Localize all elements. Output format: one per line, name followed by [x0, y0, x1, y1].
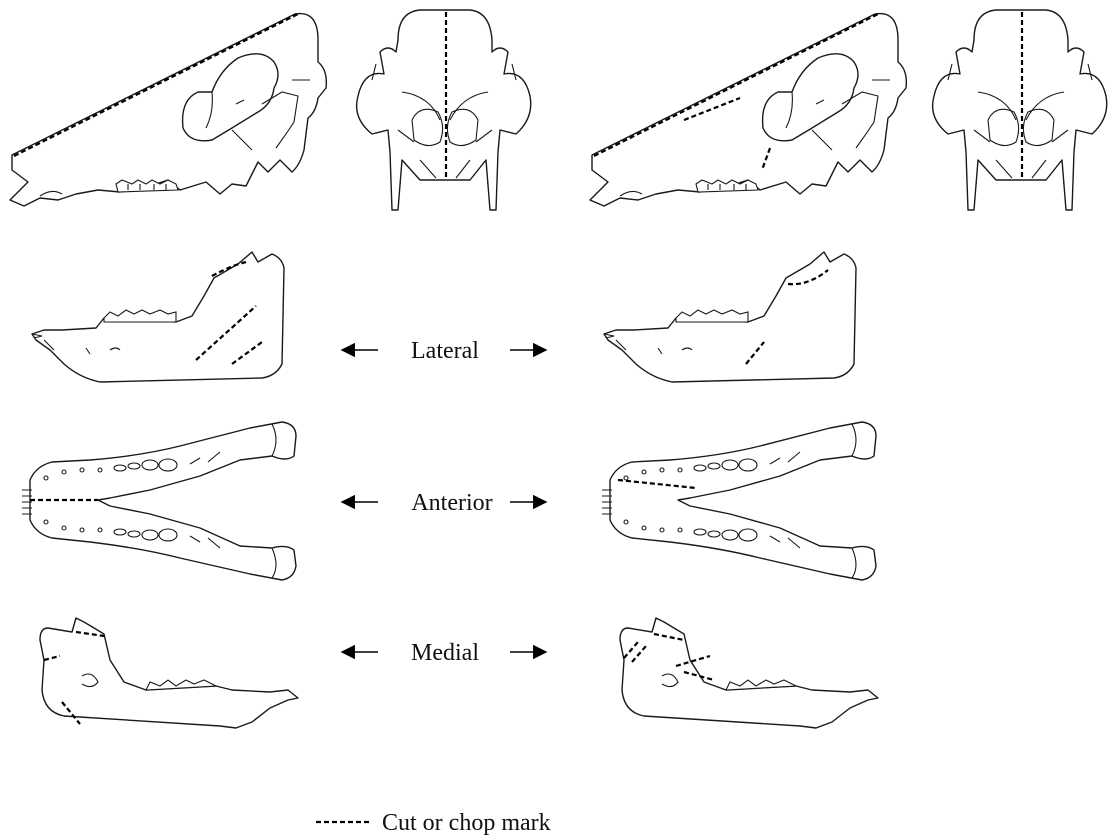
cut-mark: [76, 632, 104, 636]
cut-mark: [618, 480, 696, 488]
cut-mark: [632, 646, 646, 662]
skull-posterior-right: [933, 10, 1107, 210]
mandible-anterior-left: [22, 422, 296, 580]
mandible-medial-right: [620, 618, 878, 728]
cut-mark: [14, 14, 298, 156]
medial-view-label: Medial: [342, 640, 546, 666]
cut-mark: [624, 642, 638, 658]
mandible-anterior-right: [602, 422, 876, 580]
cut-mark: [762, 148, 770, 170]
cut-mark: [788, 270, 828, 284]
medial-label: Medial: [411, 640, 479, 666]
cut-mark: [594, 14, 878, 156]
cut-mark: [44, 656, 60, 660]
mandible-lateral-left: [32, 252, 284, 382]
anterior-view-label: Anterior: [342, 490, 546, 516]
cut-mark: [684, 98, 740, 120]
skull-posterior-left: [357, 10, 531, 210]
mandible-medial-left: [40, 618, 298, 728]
lateral-view-label: Lateral: [342, 338, 546, 364]
cut-mark: [62, 702, 80, 724]
legend-label: Cut or chop mark: [382, 810, 551, 836]
mandible-lateral-right: [604, 252, 856, 382]
cut-mark: [654, 634, 684, 640]
cut-mark: [746, 342, 764, 364]
skull-lateral-left: [10, 14, 326, 206]
skull-lateral-right: [590, 14, 906, 206]
cut-mark: [232, 342, 262, 364]
anterior-label: Anterior: [411, 490, 492, 516]
lateral-label: Lateral: [411, 338, 479, 364]
legend: Cut or chop mark: [316, 810, 551, 836]
